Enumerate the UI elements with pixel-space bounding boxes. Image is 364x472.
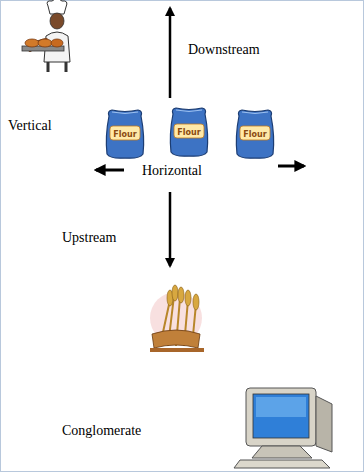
downstream-arrow	[169, 8, 172, 98]
direction-label: Horizontal	[142, 163, 202, 179]
bag-label: Flour	[234, 130, 276, 139]
direction-label: Downstream	[188, 42, 260, 58]
computer-icon	[234, 388, 332, 468]
horizontal-arrow-right	[278, 165, 304, 168]
horizontal-arrow-left	[96, 169, 124, 172]
direction-label: Vertical	[8, 118, 52, 134]
flour-bag: Flour	[234, 108, 276, 160]
bag-label: Flour	[104, 130, 146, 139]
flour-bag: Flour	[104, 108, 146, 160]
flour-bag: Flour	[168, 106, 210, 158]
baker-icon	[22, 0, 70, 72]
upstream-arrow	[169, 192, 172, 266]
direction-label: Conglomerate	[62, 423, 141, 439]
direction-label: Upstream	[62, 230, 116, 246]
wheat-icon	[150, 285, 204, 352]
bag-label: Flour	[168, 128, 210, 137]
